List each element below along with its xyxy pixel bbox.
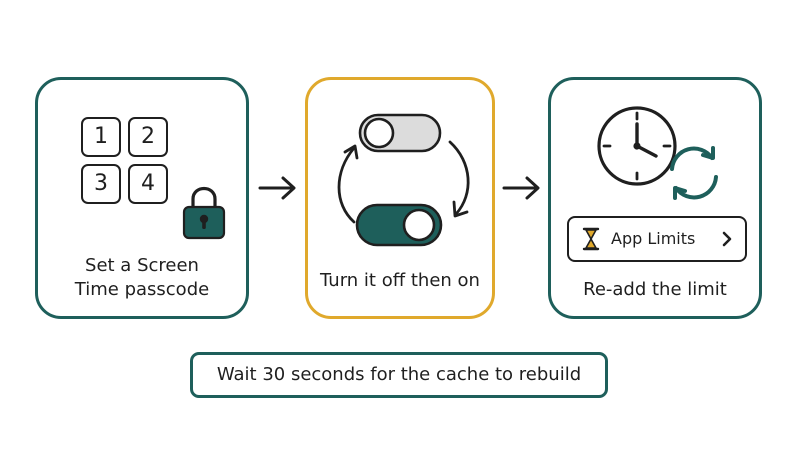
toggle-off-icon — [358, 113, 442, 153]
step-card-readd-limit: App Limits Re-add the limit — [548, 77, 762, 319]
step-label-toggle: Turn it off then on — [320, 270, 480, 291]
clock-icon — [597, 106, 677, 186]
lock-icon — [182, 186, 226, 240]
app-limits-row[interactable]: App Limits — [567, 216, 747, 262]
cycle-arrows-icon — [337, 140, 470, 224]
step-card-toggle: Turn it off then on — [305, 77, 495, 319]
arrow-right-icon — [258, 176, 296, 200]
step-card-passcode: 1 2 3 4 Set a Screen Time passcode — [35, 77, 249, 319]
refresh-icon — [670, 146, 718, 200]
keypad-key-2: 2 — [128, 117, 168, 157]
toggle-on-icon — [355, 203, 443, 247]
keypad-key-3: 3 — [81, 164, 121, 204]
keypad-key-4: 4 — [128, 164, 168, 204]
step-label-passcode: Set a Screen Time passcode — [74, 255, 210, 300]
step-label-readd-limit: Re-add the limit — [583, 279, 727, 300]
app-limits-label: App Limits — [611, 229, 696, 248]
arrow-right-icon — [502, 176, 540, 200]
wait-instruction: Wait 30 seconds for the cache to rebuild — [190, 352, 608, 398]
chevron-right-icon — [722, 231, 732, 247]
hourglass-icon — [582, 227, 600, 251]
keypad-key-1: 1 — [81, 117, 121, 157]
